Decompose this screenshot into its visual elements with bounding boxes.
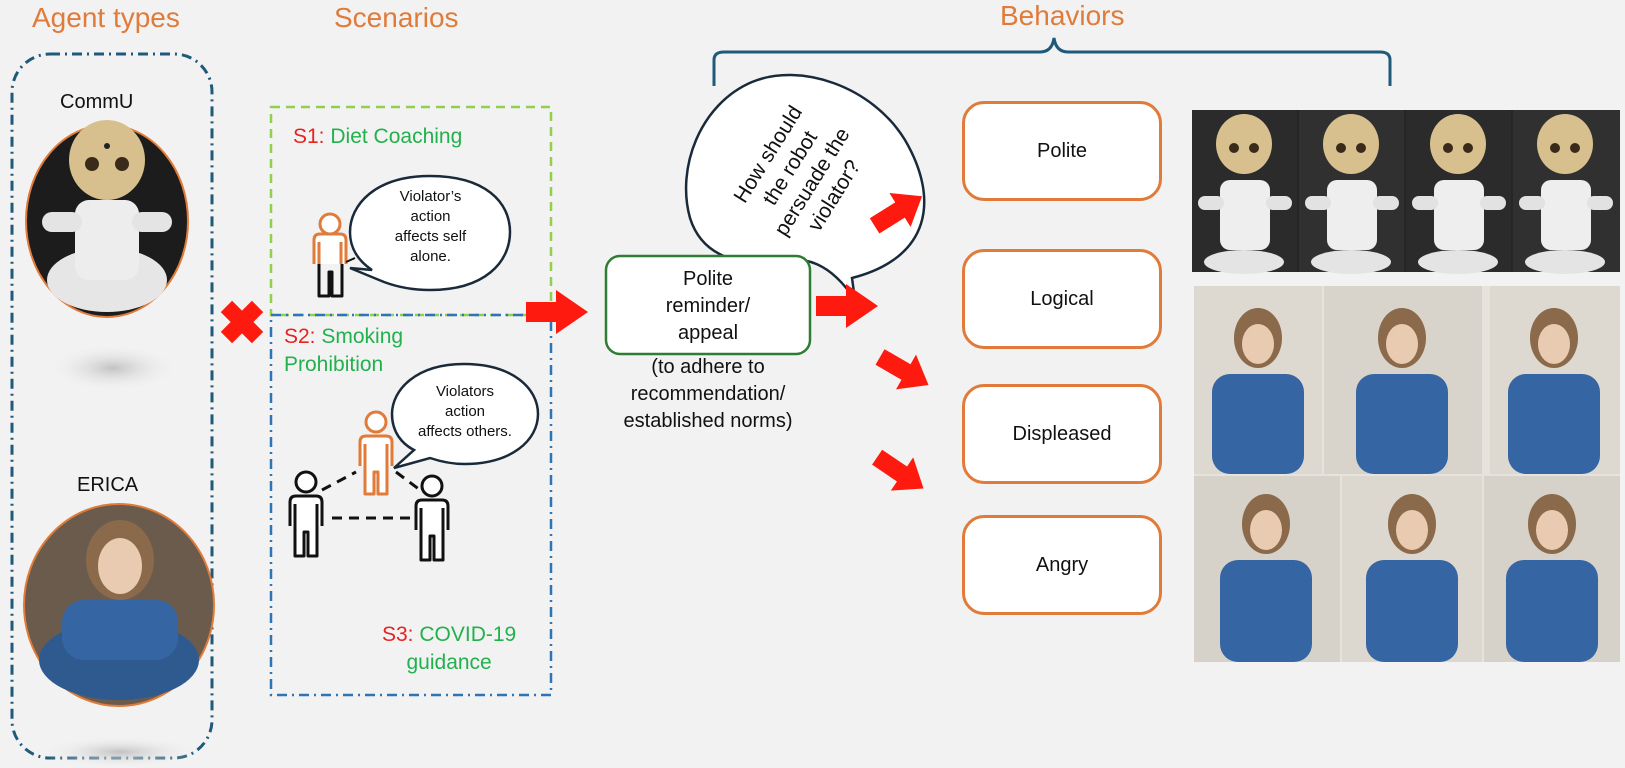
scenario-s3-name-2: guidance bbox=[406, 651, 492, 674]
agent-types-title: Agent types bbox=[32, 2, 180, 33]
agent-label-erica: ERICA bbox=[77, 474, 139, 496]
speech-bubble-others bbox=[390, 362, 540, 470]
arrow-to-polite bbox=[869, 193, 923, 234]
scenario-s1-id: S1: bbox=[293, 125, 325, 148]
behaviors-brace bbox=[712, 37, 1392, 86]
bubble-others-line: action bbox=[444, 403, 486, 420]
behavior-box-angry: Angry bbox=[962, 515, 1162, 615]
shadow-commu bbox=[47, 344, 179, 392]
scenario-s2-frame bbox=[269, 313, 553, 697]
behavior-box-displeased: Displeased bbox=[962, 384, 1162, 484]
center-box-line: Polite bbox=[682, 268, 734, 290]
bubble-others-line: Violators bbox=[435, 383, 495, 400]
center-sub-line: recommendation/ bbox=[630, 383, 786, 405]
network-links bbox=[321, 470, 421, 520]
agent-label-commu: CommU bbox=[60, 91, 134, 113]
bystander-person-icon-right bbox=[414, 474, 450, 562]
arrow-scenarios-to-center bbox=[526, 290, 588, 334]
center-sub-line: (to adhere to bbox=[651, 356, 765, 378]
scenario-s2-name-1: Smoking bbox=[321, 325, 404, 348]
scenarios-title: Scenarios bbox=[334, 2, 459, 33]
scenario-s2-label: S2: Smoking Prohibition bbox=[284, 323, 403, 379]
scenario-s2-id: S2: bbox=[284, 325, 316, 348]
behavior-box-polite: Polite bbox=[962, 101, 1162, 201]
center-sub-line: established norms) bbox=[623, 410, 793, 432]
behavior-box-logical: Logical bbox=[962, 249, 1162, 349]
bubble-others-line: affects others. bbox=[418, 423, 512, 440]
scenario-s3-label: S3: COVID-19 guidance bbox=[382, 621, 516, 677]
scenario-s1-label: S1: Diet Coaching bbox=[293, 123, 462, 151]
bubble-self-text: Violator’s action affects self alone. bbox=[368, 187, 493, 267]
scenario-s2-name-2: Prohibition bbox=[284, 353, 384, 376]
scenario-s1-name: Diet Coaching bbox=[330, 125, 463, 148]
violator-person-icon-s2 bbox=[358, 410, 394, 496]
arrows bbox=[526, 193, 929, 491]
scenario-s1-frame bbox=[269, 105, 553, 317]
bubble-self-line: affects self bbox=[394, 228, 467, 245]
bubble-self-line: alone. bbox=[410, 248, 451, 265]
bubble-others-text: Violators action affects others. bbox=[398, 382, 532, 442]
erica-robot-photo bbox=[23, 503, 215, 707]
center-box-line: appeal bbox=[677, 322, 739, 344]
commu-robot-photo bbox=[25, 120, 189, 318]
shadow-erica bbox=[40, 736, 200, 768]
arrow-center-to-behaviors bbox=[816, 284, 878, 328]
erica-behavior-photos bbox=[1194, 286, 1620, 662]
multiply-cross-icon bbox=[220, 300, 264, 344]
speech-bubble-self bbox=[348, 174, 512, 292]
behaviors-title: Behaviors bbox=[1000, 0, 1125, 31]
scenario-s3-id: S3: bbox=[382, 623, 414, 646]
polite-reminder-text: Polite reminder/ appeal bbox=[606, 266, 810, 347]
bystander-person-icon-left bbox=[288, 470, 324, 558]
bubble-self-line: Violator’s bbox=[399, 188, 462, 205]
polite-reminder-box bbox=[604, 254, 812, 356]
center-box-line: reminder/ bbox=[665, 295, 751, 317]
polite-reminder-subtext: (to adhere to recommendation/ establishe… bbox=[596, 354, 820, 435]
violator-person-icon-s1 bbox=[312, 212, 356, 298]
commu-behavior-photos bbox=[1192, 110, 1620, 274]
arrow-to-displeased bbox=[872, 449, 924, 491]
bubble-self-line: action bbox=[410, 208, 451, 225]
scenario-s3-name-1: COVID-19 bbox=[419, 623, 517, 646]
arrow-to-logical bbox=[875, 349, 929, 390]
